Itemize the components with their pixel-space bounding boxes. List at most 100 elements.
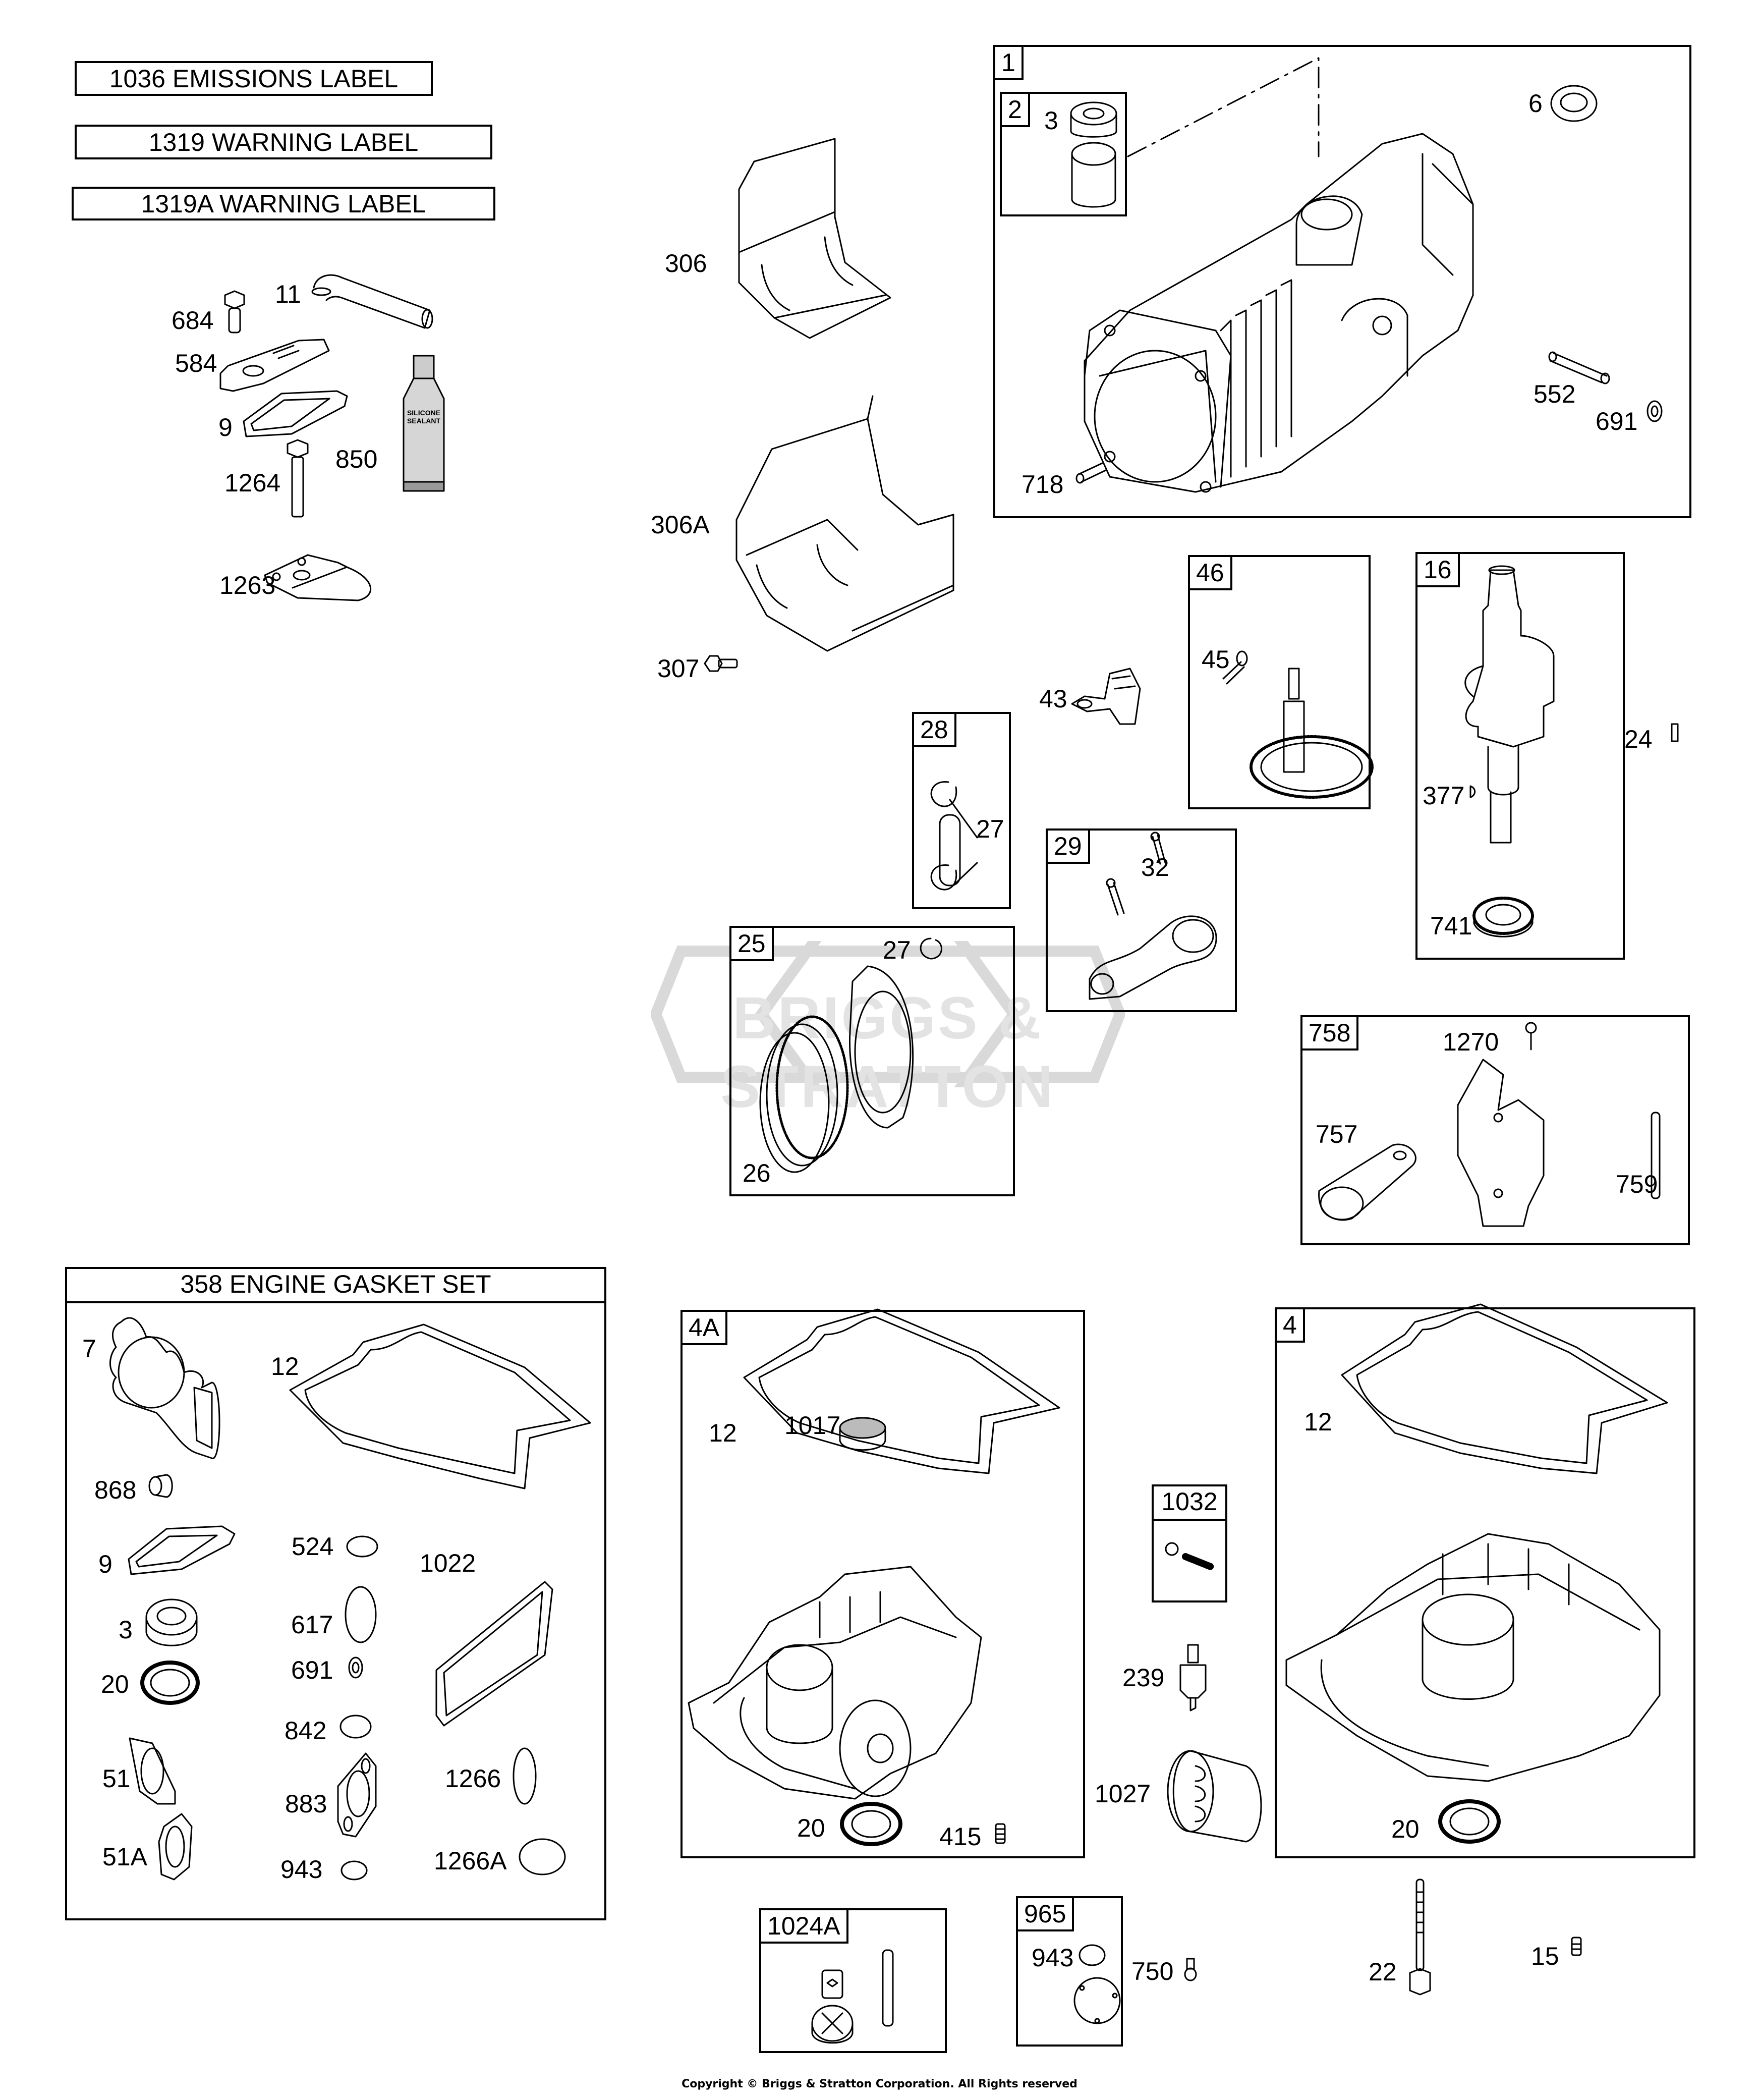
gasket-label-1266[interactable]: 1266 (445, 1764, 501, 1793)
part-label-377[interactable]: 377 (1423, 782, 1465, 810)
sump-4a-label-1017[interactable]: 1017 (784, 1411, 841, 1440)
shroud-screw-icon (704, 655, 738, 672)
gasket-label-12[interactable]: 12 (271, 1352, 299, 1380)
part-label-306a[interactable]: 306A (651, 511, 710, 539)
lower-shroud-icon (735, 395, 954, 652)
sump-4a-label-20[interactable]: 20 (797, 1814, 825, 1842)
part-label-11[interactable]: 11 (275, 280, 301, 308)
part-label-552[interactable]: 552 (1534, 380, 1576, 408)
cylinder-block-icon (1084, 133, 1474, 493)
cylinder-shroud-icon (738, 138, 891, 339)
part-label-45[interactable]: 45 (1202, 645, 1230, 674)
part-label-1027[interactable]: 1027 (1095, 1780, 1151, 1808)
box-tab-758[interactable]: 758 (1300, 1015, 1359, 1051)
gasket-label-51a[interactable]: 51A (102, 1843, 147, 1871)
part-label-584[interactable]: 584 (175, 349, 217, 377)
part-label-15[interactable]: 15 (1531, 1942, 1559, 1970)
part-label-307[interactable]: 307 (657, 654, 700, 683)
part-label-239[interactable]: 239 (1122, 1664, 1165, 1692)
governor-control-icon (1071, 668, 1141, 725)
gasket-label-20[interactable]: 20 (101, 1670, 129, 1698)
part-label-27-piston[interactable]: 27 (883, 936, 911, 964)
o-ring-1266-icon (513, 1747, 537, 1805)
gasket-label-883[interactable]: 883 (285, 1790, 327, 1818)
piston-pin-box: 28 (912, 712, 1011, 909)
box-tab-2[interactable]: 2 (1000, 92, 1030, 127)
part-label-24[interactable]: 24 (1624, 725, 1653, 753)
plug-icon (1571, 1937, 1582, 1956)
part-label-306[interactable]: 306 (665, 249, 707, 278)
sump-4-label-20[interactable]: 20 (1391, 1815, 1420, 1843)
sump-4a-label-415[interactable]: 415 (939, 1822, 982, 1851)
box-tab-28[interactable]: 28 (912, 712, 956, 747)
part-label-757[interactable]: 757 (1316, 1120, 1358, 1148)
o-ring-842-icon (339, 1715, 372, 1739)
box-tab-4[interactable]: 4 (1275, 1307, 1305, 1343)
box-tab-29[interactable]: 29 (1046, 828, 1090, 864)
o-ring-943-icon (341, 1860, 368, 1881)
gasket-set-title[interactable]: 358 ENGINE GASKET SET (65, 1267, 606, 1303)
gasket-label-1266a[interactable]: 1266A (434, 1847, 507, 1875)
dowel-icon (1075, 462, 1107, 484)
warning-label-a-box[interactable]: 1319A WARNING LABEL (72, 187, 495, 220)
part-label-9[interactable]: 9 (218, 413, 233, 441)
bushing-kit-box: 2 (1000, 92, 1127, 216)
box-tab-25[interactable]: 25 (729, 926, 774, 961)
part-label-718[interactable]: 718 (1022, 470, 1064, 499)
part-label-22[interactable]: 22 (1369, 1958, 1397, 1986)
sump-4a-gasket-icon (743, 1308, 1060, 1474)
gasket-label-868[interactable]: 868 (94, 1476, 137, 1504)
sump-gasket-icon (289, 1323, 591, 1489)
part-label-26[interactable]: 26 (743, 1159, 771, 1187)
emissions-label-box[interactable]: 1036 EMISSIONS LABEL (75, 61, 433, 96)
part-label-1264[interactable]: 1264 (224, 469, 281, 497)
copyright-footer: Copyright © Briggs & Stratton Corporatio… (682, 2078, 1077, 2090)
gasket-label-842[interactable]: 842 (285, 1717, 327, 1745)
oil-pump-box: 1024A (759, 1908, 947, 2053)
gasket-label-9[interactable]: 9 (98, 1550, 112, 1578)
part-label-691[interactable]: 691 (1596, 407, 1638, 435)
part-label-850[interactable]: 850 (335, 445, 378, 473)
gasket-label-524[interactable]: 524 (292, 1532, 334, 1561)
box-tab-1032[interactable]: 1032 (1152, 1484, 1227, 1521)
sealant-text-silicone: SILICONE (407, 409, 441, 417)
part-label-6[interactable]: 6 (1528, 89, 1543, 118)
gasket-label-3[interactable]: 3 (119, 1616, 133, 1644)
part-label-741[interactable]: 741 (1430, 912, 1472, 940)
sump-4a-seal-icon (840, 1802, 902, 1846)
warning-label-box[interactable]: 1319 WARNING LABEL (75, 125, 492, 159)
part-label-1263[interactable]: 1263 (219, 571, 276, 599)
box-tab-1[interactable]: 1 (993, 45, 1024, 80)
part-label-43[interactable]: 43 (1039, 685, 1067, 713)
crankshaft-icon (1464, 565, 1555, 844)
box-tab-46[interactable]: 46 (1188, 555, 1232, 590)
gasket-label-943[interactable]: 943 (280, 1855, 323, 1884)
box-tab-4a[interactable]: 4A (680, 1310, 728, 1345)
sump-4a-label-12[interactable]: 12 (709, 1419, 737, 1447)
gasket-label-1022[interactable]: 1022 (420, 1549, 476, 1577)
relief-valve-box (1152, 1484, 1227, 1602)
part-label-684[interactable]: 684 (172, 306, 214, 335)
valve-cover-gasket-icon (435, 1581, 553, 1727)
o-ring-617-icon (345, 1586, 377, 1643)
part-label-943-cover[interactable]: 943 (1032, 1944, 1074, 1972)
part-label-27-pin[interactable]: 27 (976, 815, 1004, 843)
gasket-label-617[interactable]: 617 (291, 1611, 333, 1639)
part-label-759[interactable]: 759 (1616, 1170, 1658, 1198)
box-tab-16[interactable]: 16 (1415, 552, 1460, 587)
piston-and-rings-icon (759, 965, 914, 1173)
baffle-plate-icon (264, 554, 372, 601)
gasket-label-51[interactable]: 51 (102, 1764, 131, 1793)
piston-pin-and-clips-icon (930, 781, 978, 891)
part-label-3[interactable]: 3 (1044, 106, 1058, 135)
part-label-750[interactable]: 750 (1131, 1957, 1174, 1985)
oil-seal-set-icon (145, 1598, 198, 1646)
box-tab-965[interactable]: 965 (1016, 1896, 1074, 1931)
sump-4-label-12[interactable]: 12 (1304, 1408, 1332, 1436)
gasket-label-7[interactable]: 7 (82, 1335, 96, 1363)
part-label-1270[interactable]: 1270 (1443, 1028, 1499, 1056)
valve-seal-icon (148, 1474, 173, 1498)
box-tab-1024a[interactable]: 1024A (759, 1908, 848, 1944)
drain-plug-icon (995, 1823, 1006, 1844)
gasket-label-691[interactable]: 691 (291, 1656, 333, 1684)
